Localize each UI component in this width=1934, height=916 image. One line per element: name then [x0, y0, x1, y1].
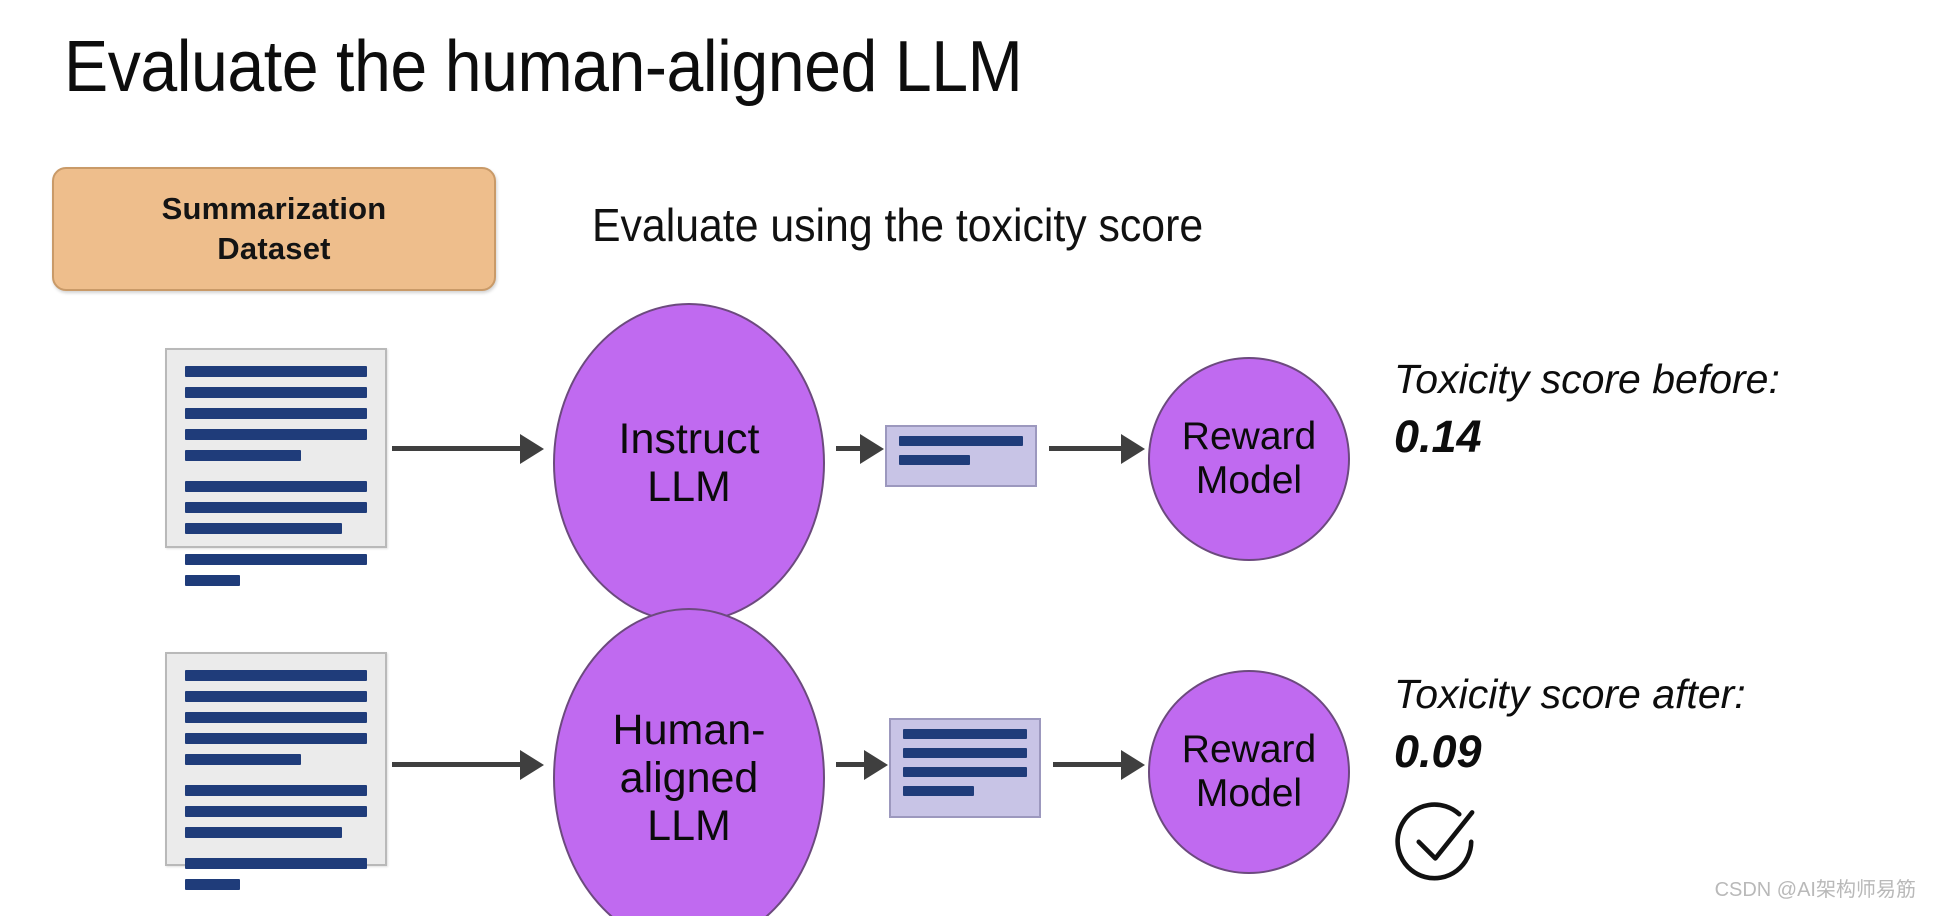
summarization-document-icon	[165, 652, 387, 890]
reward-model-node: Reward Model	[1148, 670, 1350, 874]
doc-text-line	[185, 387, 367, 398]
arrow-model-to-completion	[836, 762, 868, 767]
doc-text-line	[185, 733, 367, 744]
reward-model-label-line-1: Reward	[1181, 415, 1317, 459]
summarization-dataset-box: Summarization Dataset	[52, 167, 496, 291]
pipeline-row-instruct: Instruct LLM Reward Model Toxicity score…	[0, 303, 1934, 623]
doc-text-line	[185, 450, 302, 461]
doc-text-line	[185, 785, 367, 796]
doc-text-line	[185, 408, 367, 419]
model-completion-box	[889, 718, 1041, 818]
reward-model-label-line-2: Model	[1195, 772, 1303, 815]
doc-text-line	[185, 481, 367, 492]
arrow-completion-to-reward	[1053, 762, 1125, 767]
doc-paragraph-gap	[185, 848, 367, 858]
reward-model-label-line-1: Reward	[1181, 728, 1317, 772]
completion-text-line	[903, 748, 1027, 758]
toxicity-score-after-label: Toxicity score after:	[1394, 671, 1746, 717]
toxicity-score-after: Toxicity score after: 0.09	[1394, 670, 1746, 777]
instruct-llm-label-line-1: Instruct	[618, 414, 760, 463]
arrow-model-to-completion	[836, 446, 864, 451]
doc-text-line	[185, 575, 240, 586]
completion-text-line	[899, 436, 1023, 446]
toxicity-score-before: Toxicity score before: 0.14	[1394, 355, 1780, 462]
evaluate-toxicity-heading: Evaluate using the toxicity score	[592, 199, 1204, 251]
page-title: Evaluate the human-aligned LLM	[64, 27, 1023, 107]
doc-text-line	[185, 429, 367, 440]
doc-text-line	[185, 523, 342, 534]
doc-text-line	[185, 670, 367, 681]
dataset-box-line-2: Dataset	[217, 231, 331, 266]
doc-paragraph-gap	[185, 775, 367, 785]
arrow-document-to-model	[392, 762, 524, 767]
human-aligned-llm-label-line-3: LLM	[647, 802, 731, 851]
doc-text-line	[185, 754, 302, 765]
instruct-llm-label-line-2: LLM	[647, 463, 731, 511]
toxicity-score-after-value: 0.09	[1394, 726, 1482, 778]
instruct-llm-node: Instruct LLM	[553, 303, 825, 623]
model-completion-box	[885, 425, 1037, 487]
doc-paragraph-gap	[185, 471, 367, 481]
check-circle-icon	[1395, 802, 1475, 881]
doc-text-line	[185, 858, 367, 869]
toxicity-score-before-label: Toxicity score before:	[1394, 356, 1780, 402]
completion-text-line	[899, 455, 970, 465]
doc-paragraph-gap	[185, 544, 367, 554]
human-aligned-llm-label-line-1: Human-	[612, 705, 766, 754]
doc-text-line	[185, 366, 367, 377]
doc-text-line	[185, 691, 367, 702]
reward-model-label-line-2: Model	[1195, 459, 1303, 502]
doc-text-line	[185, 806, 367, 817]
completion-text-line	[903, 786, 974, 796]
doc-text-line	[185, 712, 367, 723]
completion-text-line	[903, 767, 1027, 777]
toxicity-score-before-value: 0.14	[1394, 411, 1482, 463]
doc-text-line	[185, 827, 342, 838]
human-aligned-llm-node: Human- aligned LLM	[553, 608, 825, 916]
human-aligned-llm-label-line-2: aligned	[619, 753, 759, 802]
arrow-completion-to-reward	[1049, 446, 1125, 451]
csdn-watermark: CSDN @AI架构师易筋	[1714, 879, 1916, 901]
dataset-box-line-1: Summarization	[161, 191, 387, 227]
doc-text-line	[185, 879, 240, 890]
summarization-document-icon	[165, 348, 387, 586]
arrow-document-to-model	[392, 446, 524, 451]
doc-text-line	[185, 502, 367, 513]
completion-text-line	[903, 729, 1027, 739]
pipeline-row-human-aligned: Human- aligned LLM Reward Model Toxicity…	[0, 608, 1934, 916]
doc-text-line	[185, 554, 367, 565]
reward-model-node: Reward Model	[1148, 357, 1350, 561]
